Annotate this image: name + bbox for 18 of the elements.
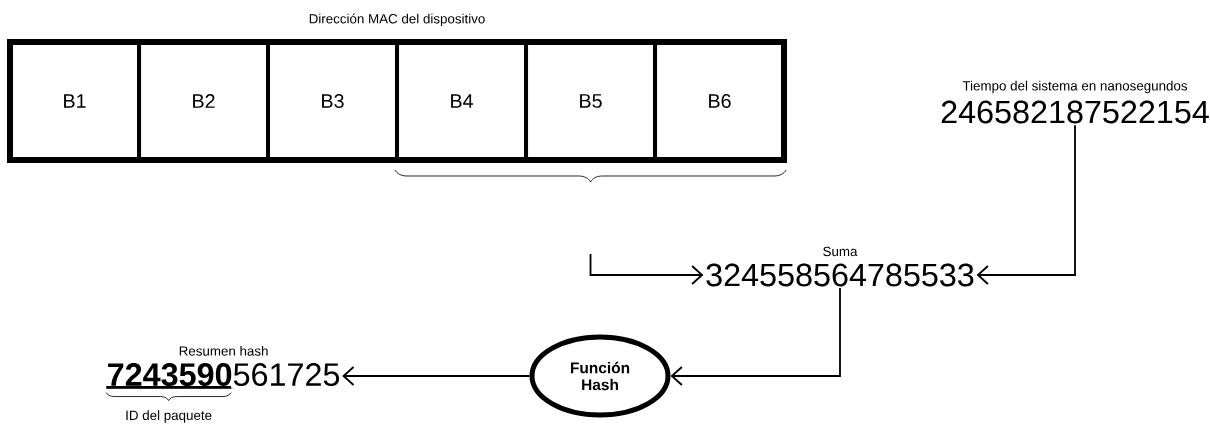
byte-box: B5 xyxy=(524,40,657,162)
number: 324558564785533 xyxy=(706,263,974,287)
arrow xyxy=(976,124,1076,285)
number: 7243590561725 xyxy=(106,363,340,389)
arrow xyxy=(589,253,704,285)
number: 246582187522154 xyxy=(941,100,1209,124)
byte-box: B6 xyxy=(653,40,787,162)
note: ID del paquete xyxy=(126,410,212,423)
byte-box: B1 xyxy=(8,40,142,162)
arrow xyxy=(342,366,531,386)
node-label: Resumen hash xyxy=(179,345,268,356)
node-label: Tiempo del sistema en nanosegundos xyxy=(962,80,1188,94)
byte-box: B4 xyxy=(395,40,529,162)
arrow xyxy=(670,287,841,386)
byte-box: B3 xyxy=(266,40,399,162)
byte-box: B2 xyxy=(137,40,271,162)
node-label: Suma xyxy=(823,246,858,257)
heading: Dirección MAC del dispositivo xyxy=(309,13,485,27)
